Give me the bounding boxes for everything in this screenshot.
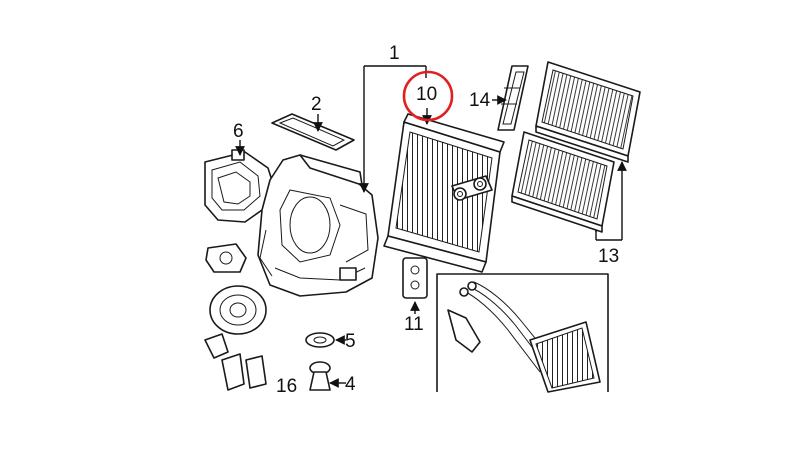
callout-2: 2 [311,94,322,115]
filter-seal-part [271,113,355,151]
callout-13: 13 [598,246,619,267]
evaporator-core-part [383,113,505,273]
callout-4: 4 [345,374,356,395]
leader-lines [235,65,627,388]
callout-1: 1 [389,43,400,64]
callout-10: 10 [416,84,437,105]
callout-11: 11 [404,314,424,335]
cabin-filter-lower-part [511,131,615,233]
hvac-housing-part [257,154,379,297]
cabin-filter-upper-part [535,61,641,163]
callout-5: 5 [345,331,356,352]
grommet-upper-part [305,332,335,348]
callout-labels: 1 10 2 6 14 13 11 5 4 16 [233,43,619,397]
highlight-circle [402,70,454,122]
heater-core-inset [436,273,609,393]
blower-motor-part [205,243,247,273]
expansion-valve-part [402,257,428,299]
grommet-lower-part [309,361,331,391]
callout-16: 16 [276,376,297,397]
filter-retainer-part [497,65,529,131]
callout-6: 6 [233,121,244,142]
blower-wheel-part [209,285,267,335]
lower-components [204,333,267,391]
callout-14: 14 [469,90,491,111]
